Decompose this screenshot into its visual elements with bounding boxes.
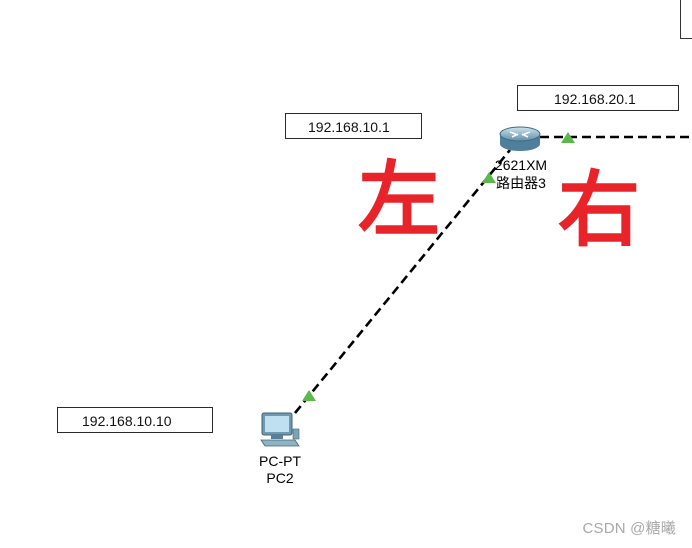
note-text: 192.168.20.1 bbox=[554, 91, 636, 107]
cable-pc-router[interactable] bbox=[293, 149, 512, 414]
note-text: 192.168.10.10 bbox=[82, 413, 172, 429]
note-pc-ip[interactable]: 192.168.10.10 bbox=[57, 407, 213, 433]
pc-icon bbox=[260, 412, 300, 447]
router-model-label: 2621XM bbox=[494, 157, 548, 173]
router-device[interactable]: 2621XM 路由器3 bbox=[482, 126, 558, 196]
pc-name-label: PC2 bbox=[266, 470, 294, 486]
link-status-pc-icon bbox=[302, 390, 316, 401]
pc-device[interactable]: PC-PT PC2 bbox=[250, 411, 310, 487]
note-router-left-ip[interactable]: 192.168.10.1 bbox=[285, 113, 422, 139]
note-text: 192.168.10.1 bbox=[308, 119, 390, 135]
note-router-right-ip[interactable]: 192.168.20.1 bbox=[517, 85, 679, 111]
router-name-label: 路由器3 bbox=[496, 175, 546, 191]
link-status-router-left-icon bbox=[482, 172, 496, 183]
router-icon bbox=[499, 126, 541, 151]
annotation-left: 左 bbox=[358, 153, 441, 248]
pc-model-label: PC-PT bbox=[259, 453, 301, 469]
offscreen-note-edge bbox=[680, 0, 692, 39]
annotation-right: 右 bbox=[558, 163, 641, 258]
watermark: CSDN @糖曦 bbox=[582, 520, 676, 537]
link-status-router-right-icon bbox=[561, 132, 575, 143]
